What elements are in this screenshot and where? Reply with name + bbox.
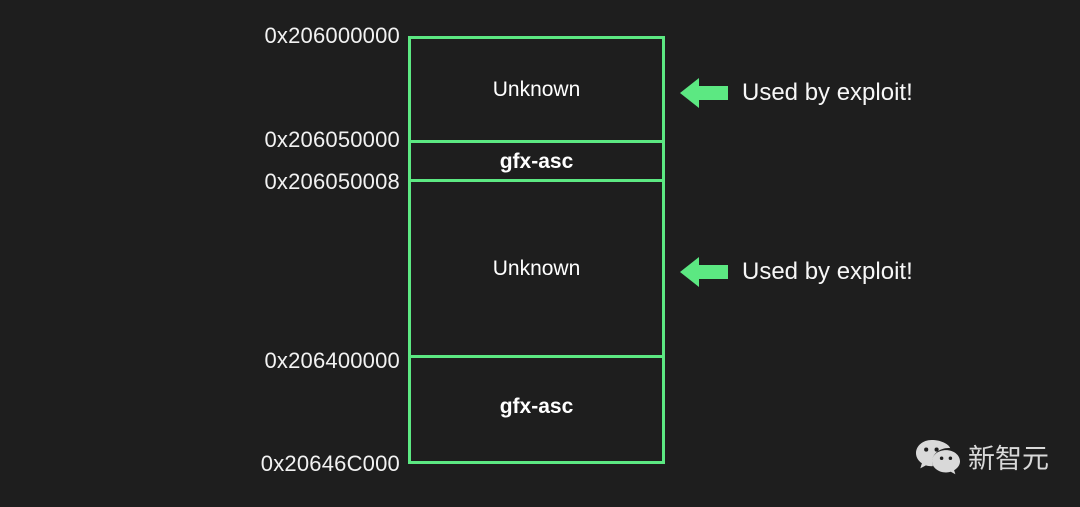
address-label: 0x206050000 [264, 127, 400, 152]
memory-region: Unknown [411, 39, 662, 140]
watermark-text: 新智元 [968, 444, 1049, 474]
memory-region: gfx-asc [411, 355, 662, 455]
address-label: 0x206050008 [264, 169, 400, 194]
address-label: 0x206400000 [264, 348, 400, 373]
address-label: 0x206000000 [264, 23, 400, 48]
memory-region-label: gfx-asc [499, 395, 574, 418]
memory-region-label: gfx-asc [499, 149, 574, 173]
annotation: Used by exploit! [680, 76, 913, 110]
memory-region-label: Unknown [492, 78, 581, 101]
memory-region-label: Unknown [492, 257, 581, 280]
memory-region: gfx-asc [411, 140, 662, 179]
wechat-icon [915, 438, 961, 481]
arrow-left-icon [680, 76, 728, 110]
address-label: 0x20646C000 [260, 451, 400, 476]
annotation-text: Used by exploit! [742, 258, 913, 285]
annotation: Used by exploit! [680, 255, 913, 289]
annotation-text: Used by exploit! [742, 79, 913, 106]
memory-map: Unknown gfx-asc Unknown gfx-asc [408, 36, 665, 464]
arrow-left-icon [680, 255, 728, 289]
memory-region: Unknown [411, 179, 662, 355]
watermark: 新智元 [915, 438, 1049, 481]
